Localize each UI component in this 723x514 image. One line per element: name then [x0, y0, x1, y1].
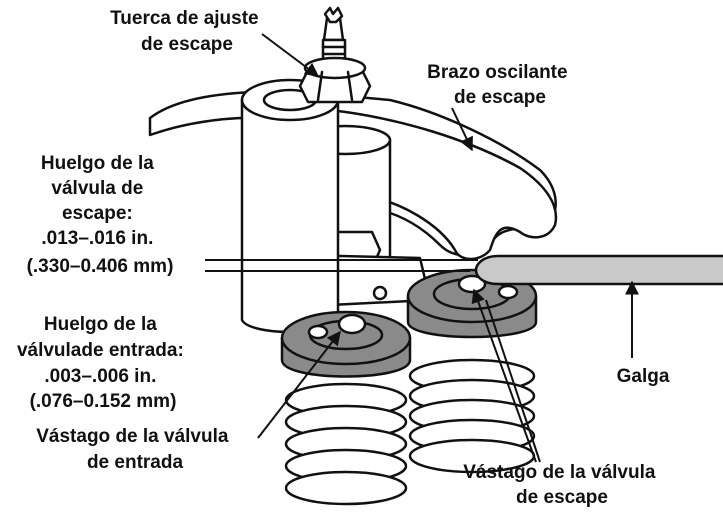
leader-exhaust-stem-a	[471, 288, 537, 463]
leader-rocker-arm	[451, 107, 473, 152]
intake-valve-spring	[284, 382, 408, 506]
nut-facet-1	[316, 70, 324, 102]
intake-valve-stem-top	[337, 313, 367, 335]
leader-adjust-nut	[261, 33, 320, 77]
label-intake-valve-stem: Vástago de la válvula de entrada	[36, 426, 233, 473]
stud-tip-star	[323, 6, 344, 24]
label-exhaust-rocker-arm: Brazo oscilante de escape	[427, 62, 573, 108]
pushrod-guide-post	[240, 98, 340, 334]
label-intake-clearance: Huelgo de la válvulade entrada: .003–.00…	[17, 314, 189, 412]
intake-retainer-keeper	[307, 324, 329, 340]
label-exhaust-adjust-nut: Tuerca de ajuste de escape	[110, 8, 264, 55]
exhaust-retainer-keeper	[497, 284, 519, 300]
exhaust-adjust-nut-top	[303, 56, 367, 80]
nut-facet-2	[346, 70, 354, 102]
exhaust-valve-spring	[408, 358, 536, 474]
plate-hole	[372, 285, 388, 301]
label-exhaust-clearance: Huelgo de la válvula de escape: .013–.01…	[27, 153, 174, 277]
leader-intake-stem	[257, 330, 341, 439]
label-feeler-gauge: Galga	[617, 366, 670, 387]
label-exhaust-valve-stem: Vástago de la válvula de escape	[463, 462, 660, 508]
leader-exhaust-stem-b	[485, 299, 541, 463]
feeler-gauge	[474, 254, 723, 286]
